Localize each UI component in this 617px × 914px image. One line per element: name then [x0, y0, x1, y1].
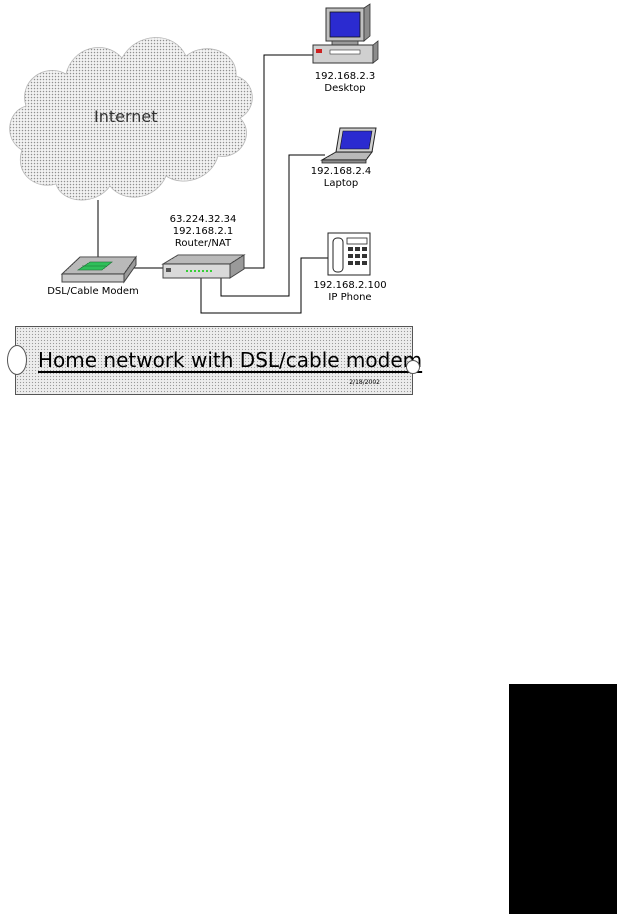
- ip-phone-icon: [327, 232, 371, 276]
- laptop-ip: 192.168.2.4: [310, 166, 372, 177]
- router-to-phone-line: [200, 257, 328, 314]
- router-to-laptop-line: [220, 154, 325, 297]
- router-to-desktop-line: [240, 54, 313, 269]
- laptop-label: Laptop: [323, 178, 359, 189]
- router-lan-ip: 192.168.2.1: [172, 226, 234, 237]
- modem-icon: [60, 255, 137, 284]
- banner-date: 2/18/2002: [349, 379, 380, 386]
- laptop-icon: [320, 127, 377, 164]
- router-icon: [161, 254, 246, 279]
- phone-label: IP Phone: [328, 292, 372, 303]
- banner-right-circle: [406, 360, 420, 374]
- banner-left-circle: [7, 345, 27, 375]
- desktop-ip: 192.168.2.3: [314, 71, 376, 82]
- modem-label: DSL/Cable Modem: [47, 286, 139, 297]
- internet-label: Internet: [94, 107, 158, 126]
- internet-cloud: [9, 37, 253, 201]
- phone-ip: 192.168.2.100: [313, 280, 387, 291]
- desktop-icon: [312, 3, 379, 64]
- desktop-label: Desktop: [324, 83, 366, 94]
- black-block: [509, 684, 617, 914]
- router-wan-ip: 63.224.32.34: [169, 214, 237, 225]
- title-banner: Home network with DSL/cable modem 2/18/2…: [7, 326, 422, 395]
- router-label: Router/NAT: [174, 238, 232, 249]
- banner-title: Home network with DSL/cable modem: [38, 348, 423, 372]
- connection-lines: [97, 54, 328, 314]
